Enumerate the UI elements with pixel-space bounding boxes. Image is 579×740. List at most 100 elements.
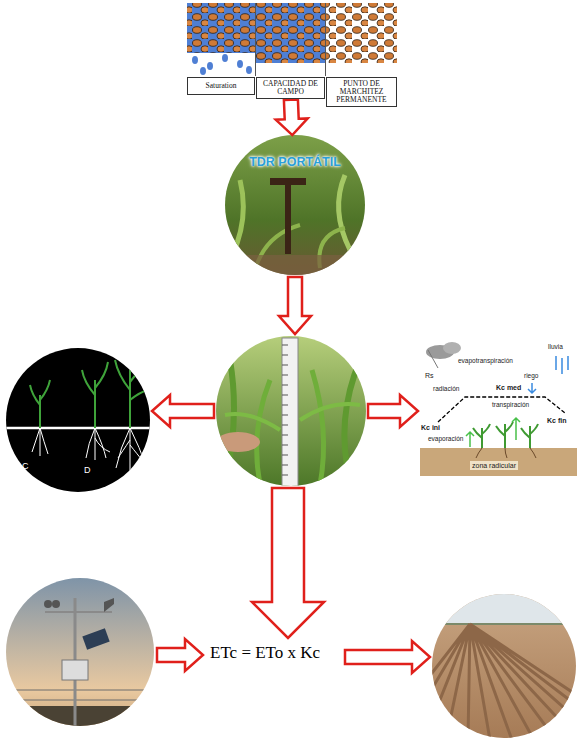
illustration-part <box>82 628 109 649</box>
formula: ETc = ETo x Kc <box>210 644 320 661</box>
illustration-part <box>4 576 156 728</box>
illustration-part <box>528 383 536 393</box>
caption-text: Saturation <box>206 82 237 90</box>
flow-arrows <box>152 277 430 673</box>
process-label: riego <box>524 373 538 380</box>
kc-diagram-illustration <box>420 342 577 476</box>
block-arrow <box>276 100 308 136</box>
process-label: evapotranspiración <box>458 358 513 365</box>
illustration-part <box>4 346 152 494</box>
illustration-part <box>428 350 438 368</box>
illustration-part <box>225 414 280 430</box>
illustration-part <box>430 623 579 625</box>
illustration-part <box>187 3 255 53</box>
tdr-photo-circle: TDR PORTÁTIL <box>225 135 365 275</box>
illustration-part <box>282 338 298 488</box>
illustration-part <box>225 360 234 480</box>
illustration-part <box>466 432 474 447</box>
root-growth-illustration <box>4 346 152 494</box>
illustration-part <box>82 362 108 428</box>
illustration-part <box>230 180 243 260</box>
illustration-part <box>420 342 577 476</box>
furrow-field-photo <box>380 592 579 740</box>
illustration-part <box>220 130 370 280</box>
illustration-part <box>279 277 311 334</box>
illustration-part <box>104 598 114 612</box>
illustration-part <box>282 345 288 475</box>
illustration-part <box>257 380 270 485</box>
illustration-part <box>32 428 48 456</box>
coefficient-label: Kc fin <box>547 417 566 424</box>
illustration-part <box>115 355 148 428</box>
panel-letter: C <box>22 462 29 471</box>
panel-letter: D <box>84 466 91 475</box>
illustration-part <box>86 428 110 460</box>
coefficient-label: Kc ini <box>421 424 440 431</box>
illustration-part <box>325 3 326 76</box>
illustration-part <box>192 56 198 64</box>
illustration-part <box>344 360 360 480</box>
illustration-part <box>200 67 206 75</box>
illustration-part <box>473 424 490 448</box>
illustration-part <box>207 62 213 70</box>
illustration-part <box>45 611 112 613</box>
illustration-part <box>256 3 325 63</box>
illustration-part <box>420 448 577 476</box>
illustration-part <box>157 639 203 671</box>
process-label: evaporación <box>428 436 463 443</box>
illustration-part <box>368 395 418 427</box>
illustration-part <box>345 641 430 673</box>
illustration-part <box>62 660 88 680</box>
illustration-part <box>255 3 256 76</box>
process-label: radiación <box>433 386 459 393</box>
caption-text: CAPACIDAD DE CAMPO <box>259 80 322 96</box>
illustration-part <box>4 706 156 728</box>
symbol-label: Rs <box>425 372 434 379</box>
corn-ruler-photo <box>214 334 370 490</box>
illustration-part <box>512 418 520 440</box>
illustration-part <box>556 356 568 374</box>
illustration-part <box>10 690 150 700</box>
illustration-part <box>438 397 565 422</box>
tdr-photo <box>220 130 370 280</box>
illustration-part <box>300 404 360 420</box>
illustration-part <box>216 432 260 452</box>
soil-state-caption: PUNTO DE MARCHITEZ PERMANENTE <box>326 77 397 107</box>
illustration-part <box>52 600 60 608</box>
illustration-part <box>256 3 325 63</box>
illustration-part <box>430 592 579 624</box>
illustration-part <box>116 428 146 472</box>
process-label: transpiración <box>492 402 529 409</box>
caption-text: PUNTO DE MARCHITEZ PERMANENTE <box>329 80 394 104</box>
process-label: lluvia <box>548 344 563 351</box>
illustration-part <box>285 184 291 254</box>
illustration-part <box>326 3 397 63</box>
illustration-part <box>476 448 536 458</box>
illustration-part <box>496 422 513 448</box>
photo-title: TDR PORTÁTIL <box>225 155 365 169</box>
soil-state-caption: Saturation <box>187 77 255 95</box>
illustration-part <box>270 178 306 185</box>
illustration-part <box>30 380 50 428</box>
illustration-part <box>152 395 214 427</box>
illustration-part <box>44 600 52 608</box>
weather-station-photo <box>4 576 156 728</box>
illustration-part <box>252 488 324 638</box>
zone-label: zona radicular <box>470 461 518 470</box>
illustration-part <box>326 3 397 63</box>
illustration-part <box>380 624 579 740</box>
illustration-part <box>339 175 350 250</box>
soil-state-caption: CAPACIDAD DE CAMPO <box>256 77 325 99</box>
illustration-part <box>521 424 538 448</box>
coefficient-label: Kc med <box>496 384 521 391</box>
illustration-part <box>443 342 461 354</box>
illustration-part <box>312 370 324 485</box>
illustration-part <box>187 3 255 53</box>
illustration-part <box>246 66 252 74</box>
illustration-part <box>222 54 228 62</box>
soil-water-illustration <box>187 3 397 76</box>
illustration-part <box>214 334 370 490</box>
illustration-part <box>237 60 243 68</box>
